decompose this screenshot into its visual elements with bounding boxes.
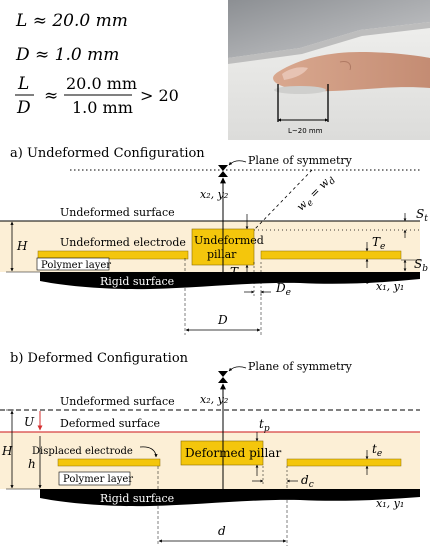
eq-ratio-num: L — [17, 74, 29, 94]
panel-a-symmetry-label: Plane of symmetry — [248, 154, 353, 167]
panel-b-rigid-surface — [40, 489, 420, 507]
panel-b-undeformed-surface-label: Undeformed surface — [60, 395, 175, 408]
panel-a-title: a) Undeformed Configuration — [10, 146, 205, 161]
eq-D: D ≈ 1.0 mm — [15, 45, 119, 65]
panel-a-electrode-left — [37, 250, 189, 260]
panel-b-rigid-label: Rigid surface — [100, 492, 174, 505]
photo-scale-label: L~20 mm — [288, 127, 323, 135]
panel-a-De: De — [275, 281, 291, 298]
finger-photo: L~20 mm — [228, 0, 430, 140]
panel-a-rigid-label: Rigid surface — [100, 275, 174, 288]
panel-a-Te: Te — [372, 235, 385, 252]
panel-b-pillar-label: Deformed pillar — [185, 446, 281, 460]
eq-ratio-den: D — [16, 98, 31, 118]
eq-den-value: 1.0 mm — [72, 98, 133, 117]
equation-block: L ≈ 20.0 mm D ≈ 1.0 mm L D ≈ 20.0 mm 1.0… — [15, 11, 179, 118]
panel-a-electrode-label: Undeformed electrode — [60, 236, 186, 249]
panel-a-electrode-right — [260, 250, 402, 260]
panel-b-title: b) Deformed Configuration — [10, 351, 189, 366]
panel-b-d: d — [218, 524, 226, 538]
panel-b-te: te — [372, 442, 382, 459]
panel-b-tp: tp — [259, 417, 270, 434]
panel-b-H: H — [1, 444, 13, 458]
panel-a-Tp: Tp — [230, 265, 244, 282]
panel-b-electrode-label: Displaced electrode — [32, 446, 133, 457]
panel-b-h: h — [28, 457, 36, 471]
panel-b-electrode-left — [57, 458, 161, 467]
panel-b-axis-vertical: x₂, y₂ — [200, 393, 228, 406]
panel-b-symmetry-label: Plane of symmetry — [248, 360, 353, 373]
panel-a-axis-horizontal: x₁, y₁ — [376, 280, 404, 293]
panel-a-pillar-line2: pillar — [207, 248, 237, 261]
eq-num-value: 20.0 mm — [66, 74, 137, 93]
panel-b-dc: dc — [301, 473, 314, 490]
eq-approx: ≈ — [44, 86, 58, 106]
eq-ratio-tail: > 20 — [140, 86, 179, 105]
panel-b-polymer-label: Polymer layer — [63, 474, 133, 485]
panel-b-pillar — [180, 440, 264, 466]
panel-a-H: H — [16, 239, 28, 253]
panel-a-undeformed-surface-label: Undeformed surface — [60, 206, 175, 219]
panel-a-D: D — [217, 313, 228, 327]
panel-b-electrode-right — [286, 458, 402, 467]
panel-a: a) Undeformed Configuration Rigid surfac… — [0, 146, 428, 335]
panel-b-axis-horizontal: x₁, y₁ — [376, 497, 404, 510]
panel-b: b) Deformed Configuration Rigid surface … — [0, 351, 420, 546]
panel-a-Sb: Sb — [414, 257, 428, 274]
panel-a-we-wd: we = wd — [294, 171, 338, 215]
panel-a-polymer-label: Polymer layer — [41, 260, 111, 271]
eq-L: L ≈ 20.0 mm — [15, 11, 128, 31]
panel-a-axis-vertical: x₂, y₂ — [200, 188, 228, 201]
panel-b-U: U — [24, 415, 35, 429]
panel-a-pillar-line1: Undeformed — [194, 234, 264, 247]
panel-a-St: St — [416, 207, 428, 224]
panel-b-deformed-surface-label: Deformed surface — [60, 417, 160, 430]
